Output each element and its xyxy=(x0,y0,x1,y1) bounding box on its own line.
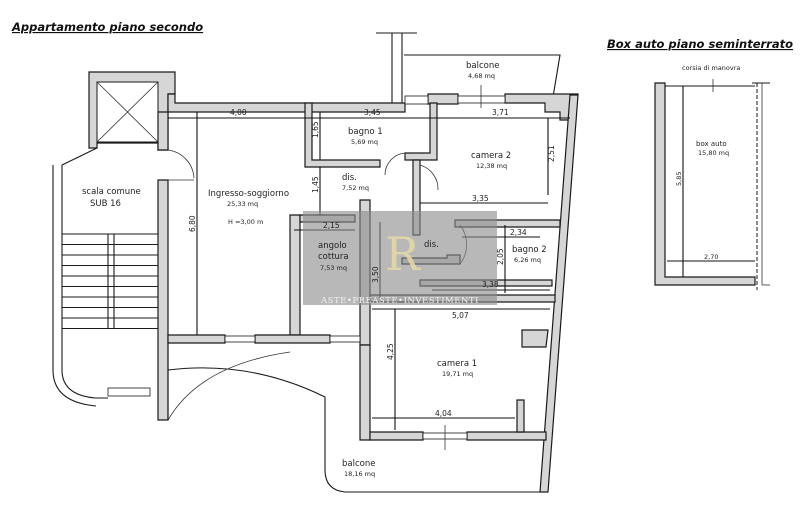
balcony-bottom-outline xyxy=(167,345,540,493)
window-balcony xyxy=(457,95,506,104)
label-angolo: angolo xyxy=(318,241,347,251)
label-dis1: dis. xyxy=(342,173,357,183)
column xyxy=(376,32,417,103)
dim-345: 3,45 xyxy=(364,108,381,117)
label-box: box auto xyxy=(696,140,727,148)
dim-215: 2,15 xyxy=(323,221,340,230)
window-top xyxy=(404,95,429,105)
area-balcone-top: 4,68 mq xyxy=(468,72,495,80)
watermark-text: ASTE•PREASTE•INVESTIMENTI xyxy=(320,296,479,306)
label-balcone-bottom: balcone xyxy=(342,459,375,469)
dim-165: 1,65 xyxy=(311,121,320,138)
dim-335: 3,35 xyxy=(472,194,489,203)
dim-507: 5,07 xyxy=(452,311,469,320)
label-ingresso: Ingresso-soggiorno xyxy=(208,189,289,199)
area-bagno2: 6,26 mq xyxy=(514,256,541,264)
dim-404: 4,04 xyxy=(435,409,452,418)
label-bagno2: bagno 2 xyxy=(512,245,547,255)
dim-350: 3,50 xyxy=(371,266,380,283)
area-camera2: 12,38 mq xyxy=(476,162,507,170)
dim-371: 3,71 xyxy=(492,108,509,117)
stair xyxy=(52,147,158,407)
label-bagno1: bagno 1 xyxy=(348,127,383,137)
dim-400: 4,00 xyxy=(230,108,247,117)
dim-270: 2,70 xyxy=(704,253,718,261)
watermark: R ASTE•PREASTE•INVESTIMENTI xyxy=(303,211,497,306)
label-camera2: camera 2 xyxy=(471,151,511,161)
dim-680: 6,80 xyxy=(188,215,197,232)
elevator xyxy=(88,71,176,151)
wall-right xyxy=(539,94,579,493)
dim-338: 3,38 xyxy=(482,280,499,289)
area-bagno1: 5,69 mq xyxy=(351,138,378,146)
label-corsia: corsia di manovra xyxy=(682,64,740,72)
apartment-title: Appartamento piano secondo xyxy=(11,20,203,34)
balcony-top-outline xyxy=(404,54,561,104)
dim-251: 2,51 xyxy=(547,145,556,162)
label-cottura: cottura xyxy=(318,252,349,262)
height-ingresso: H =3,00 m xyxy=(228,218,263,226)
garage-plan xyxy=(654,79,770,290)
area-camera1: 19,71 mq xyxy=(442,370,473,378)
area-balcone-bottom: 18,16 mq xyxy=(344,470,375,478)
area-angolo: 7,53 mq xyxy=(320,264,347,272)
garage-title: Box auto piano seminterrato xyxy=(607,37,793,51)
wall-left xyxy=(157,111,169,421)
label-scala-sub: SUB 16 xyxy=(90,199,121,209)
area-box: 15,80 mq xyxy=(698,149,729,157)
label-dis2: dis. xyxy=(424,240,439,250)
dim-205: 2,05 xyxy=(496,248,505,265)
dim-145: 1,45 xyxy=(311,176,320,193)
watermark-logo-icon: R xyxy=(385,227,421,281)
label-balcone-top: balcone xyxy=(466,61,499,71)
dim-425: 4,25 xyxy=(386,343,395,360)
dim-234: 2,34 xyxy=(510,228,527,237)
area-ingresso: 25,33 mq xyxy=(227,200,258,208)
dim-585: 5,85 xyxy=(675,172,683,186)
label-scala: scala comune xyxy=(82,187,141,197)
area-dis1: 7,52 mq xyxy=(342,184,369,192)
label-camera1: camera 1 xyxy=(437,359,477,369)
